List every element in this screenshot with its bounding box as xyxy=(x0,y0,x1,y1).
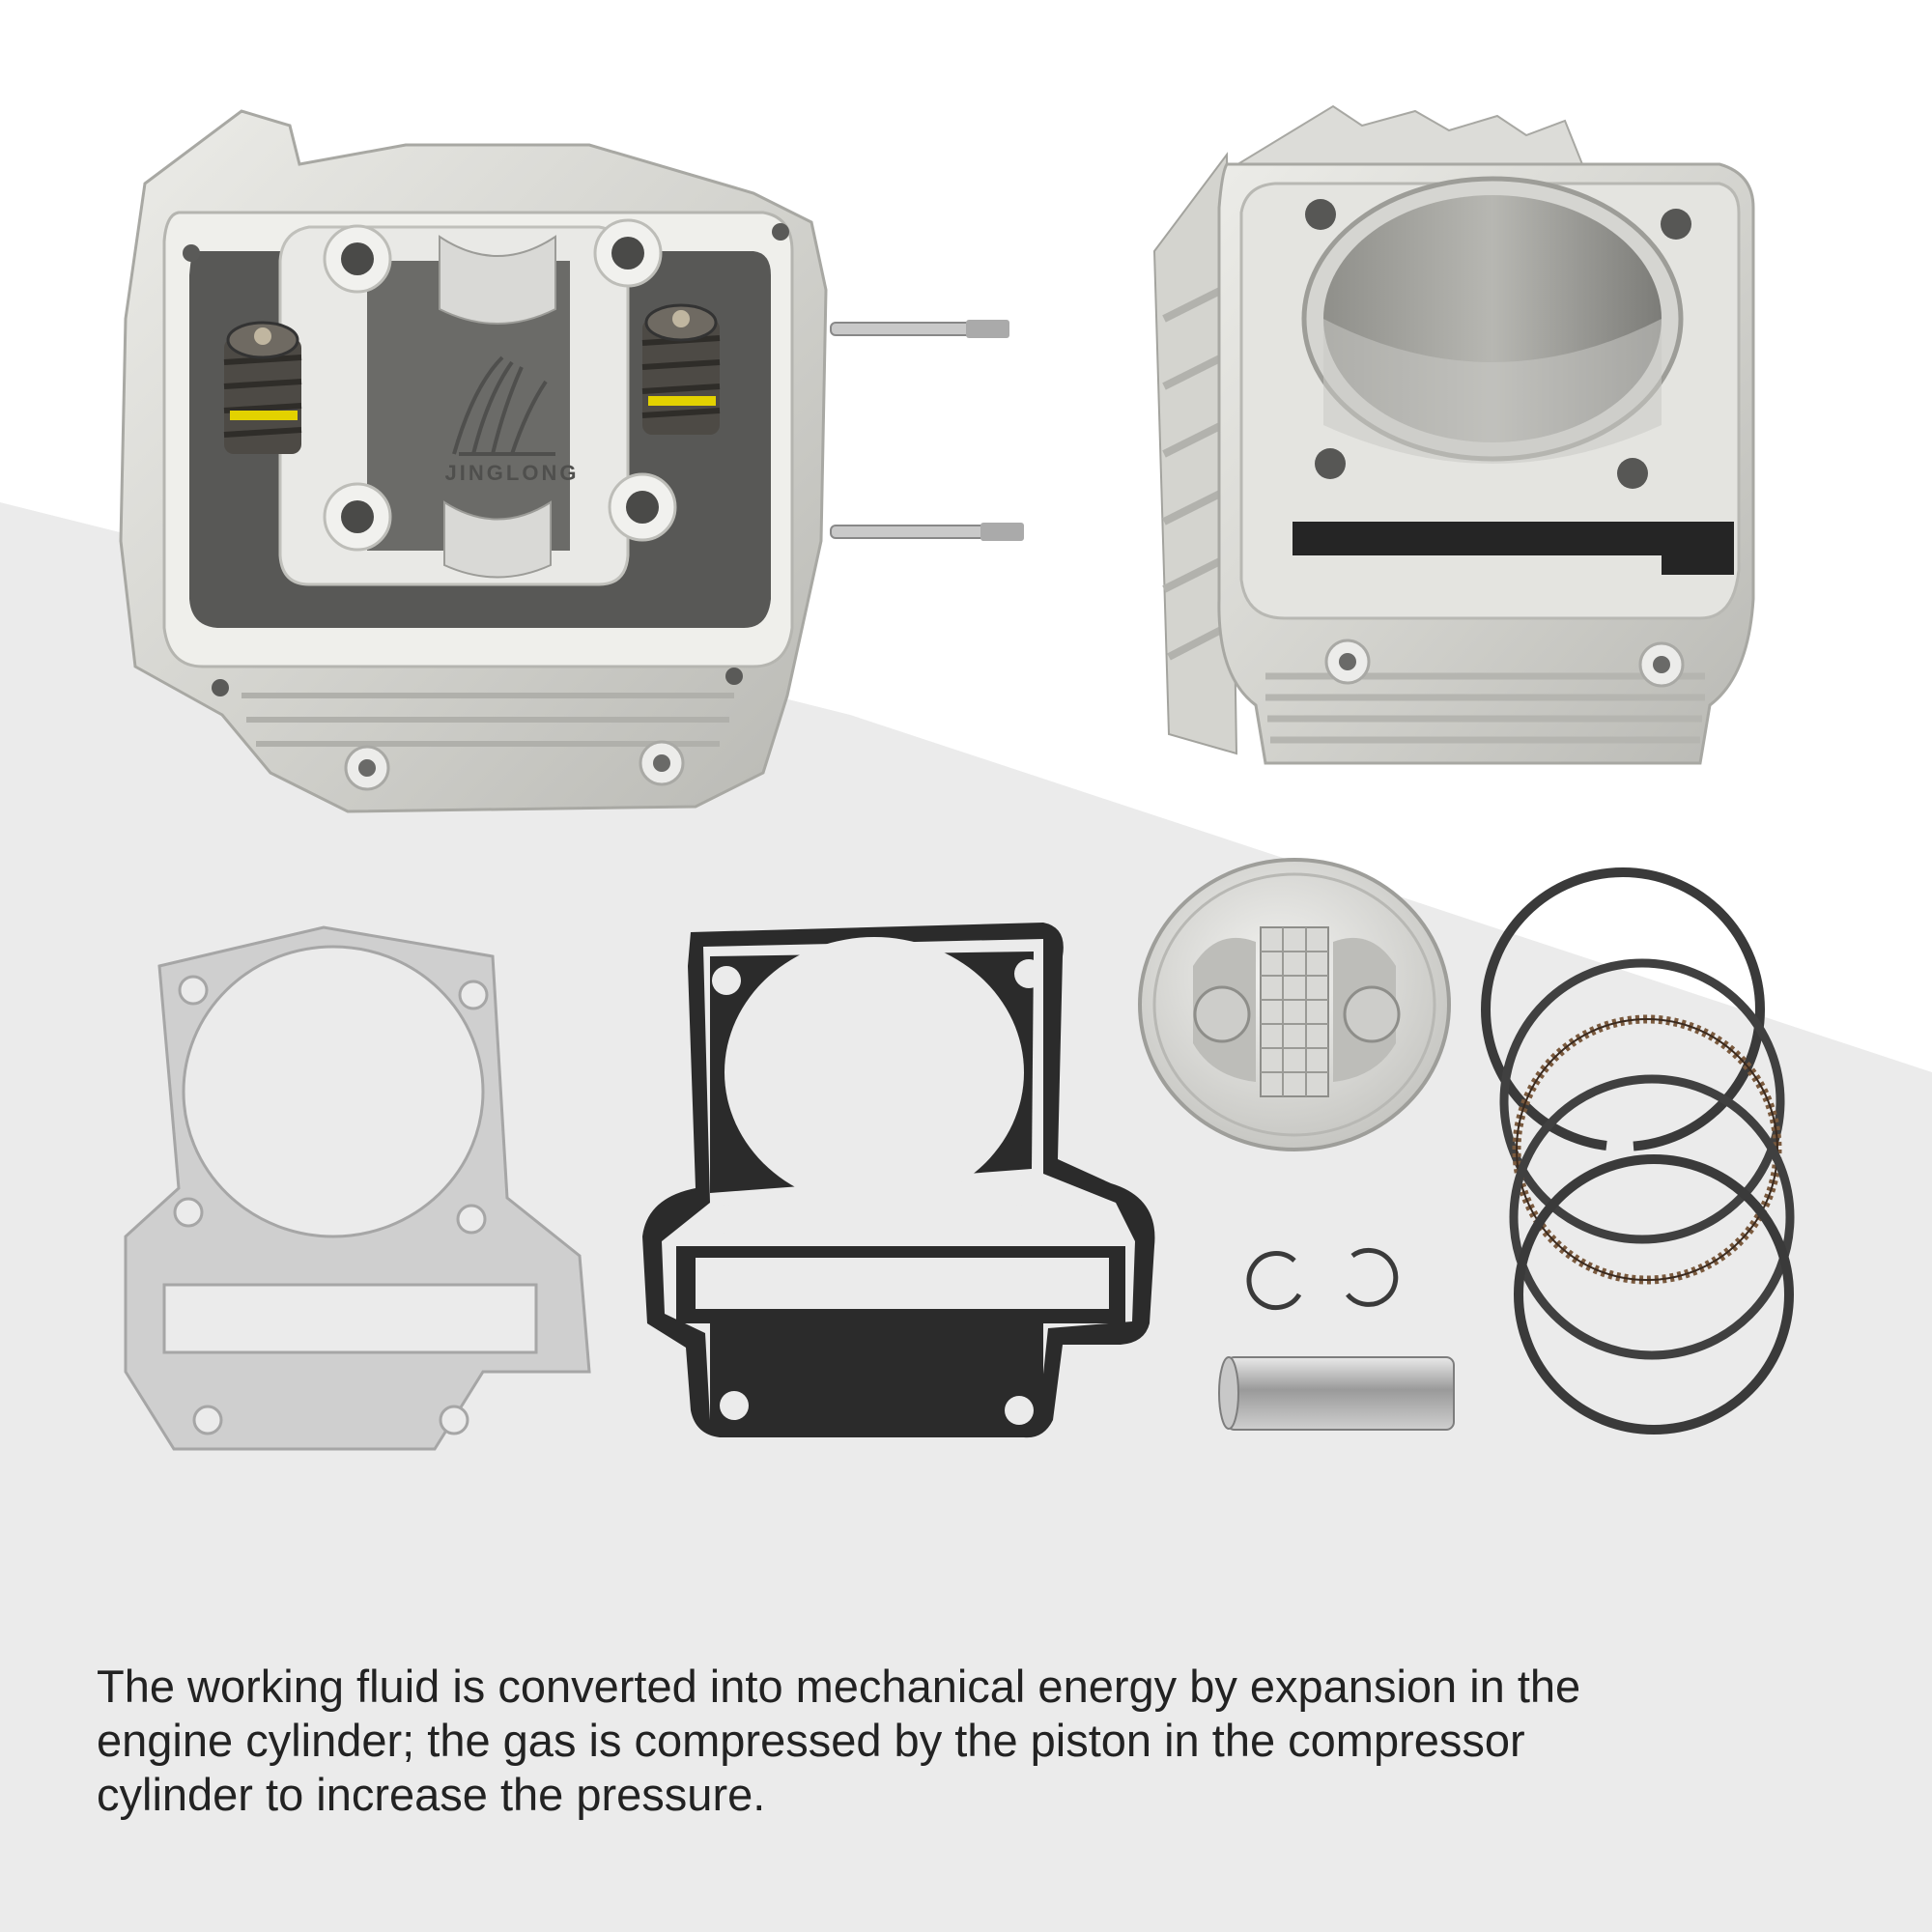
product-description: The working fluid is converted into mech… xyxy=(97,1660,1835,1822)
base-gasket-icon xyxy=(124,925,591,1451)
cylinder-block-icon xyxy=(1152,104,1755,765)
circlip-icon xyxy=(1246,1247,1399,1311)
piston-pin-icon xyxy=(1218,1356,1455,1431)
description-line-1: The working fluid is converted into mech… xyxy=(97,1661,1581,1712)
description-line-3: cylinder to increase the pressure. xyxy=(97,1769,766,1820)
head-gasket-icon xyxy=(642,923,1155,1438)
cylinder-head-icon: JINGLONG xyxy=(119,109,1024,813)
piston-rings-icon xyxy=(1479,866,1795,1435)
brand-logo-text: JINGLONG xyxy=(445,461,580,485)
description-line-2: engine cylinder; the gas is compressed b… xyxy=(97,1715,1525,1766)
piston-icon xyxy=(1138,858,1451,1151)
